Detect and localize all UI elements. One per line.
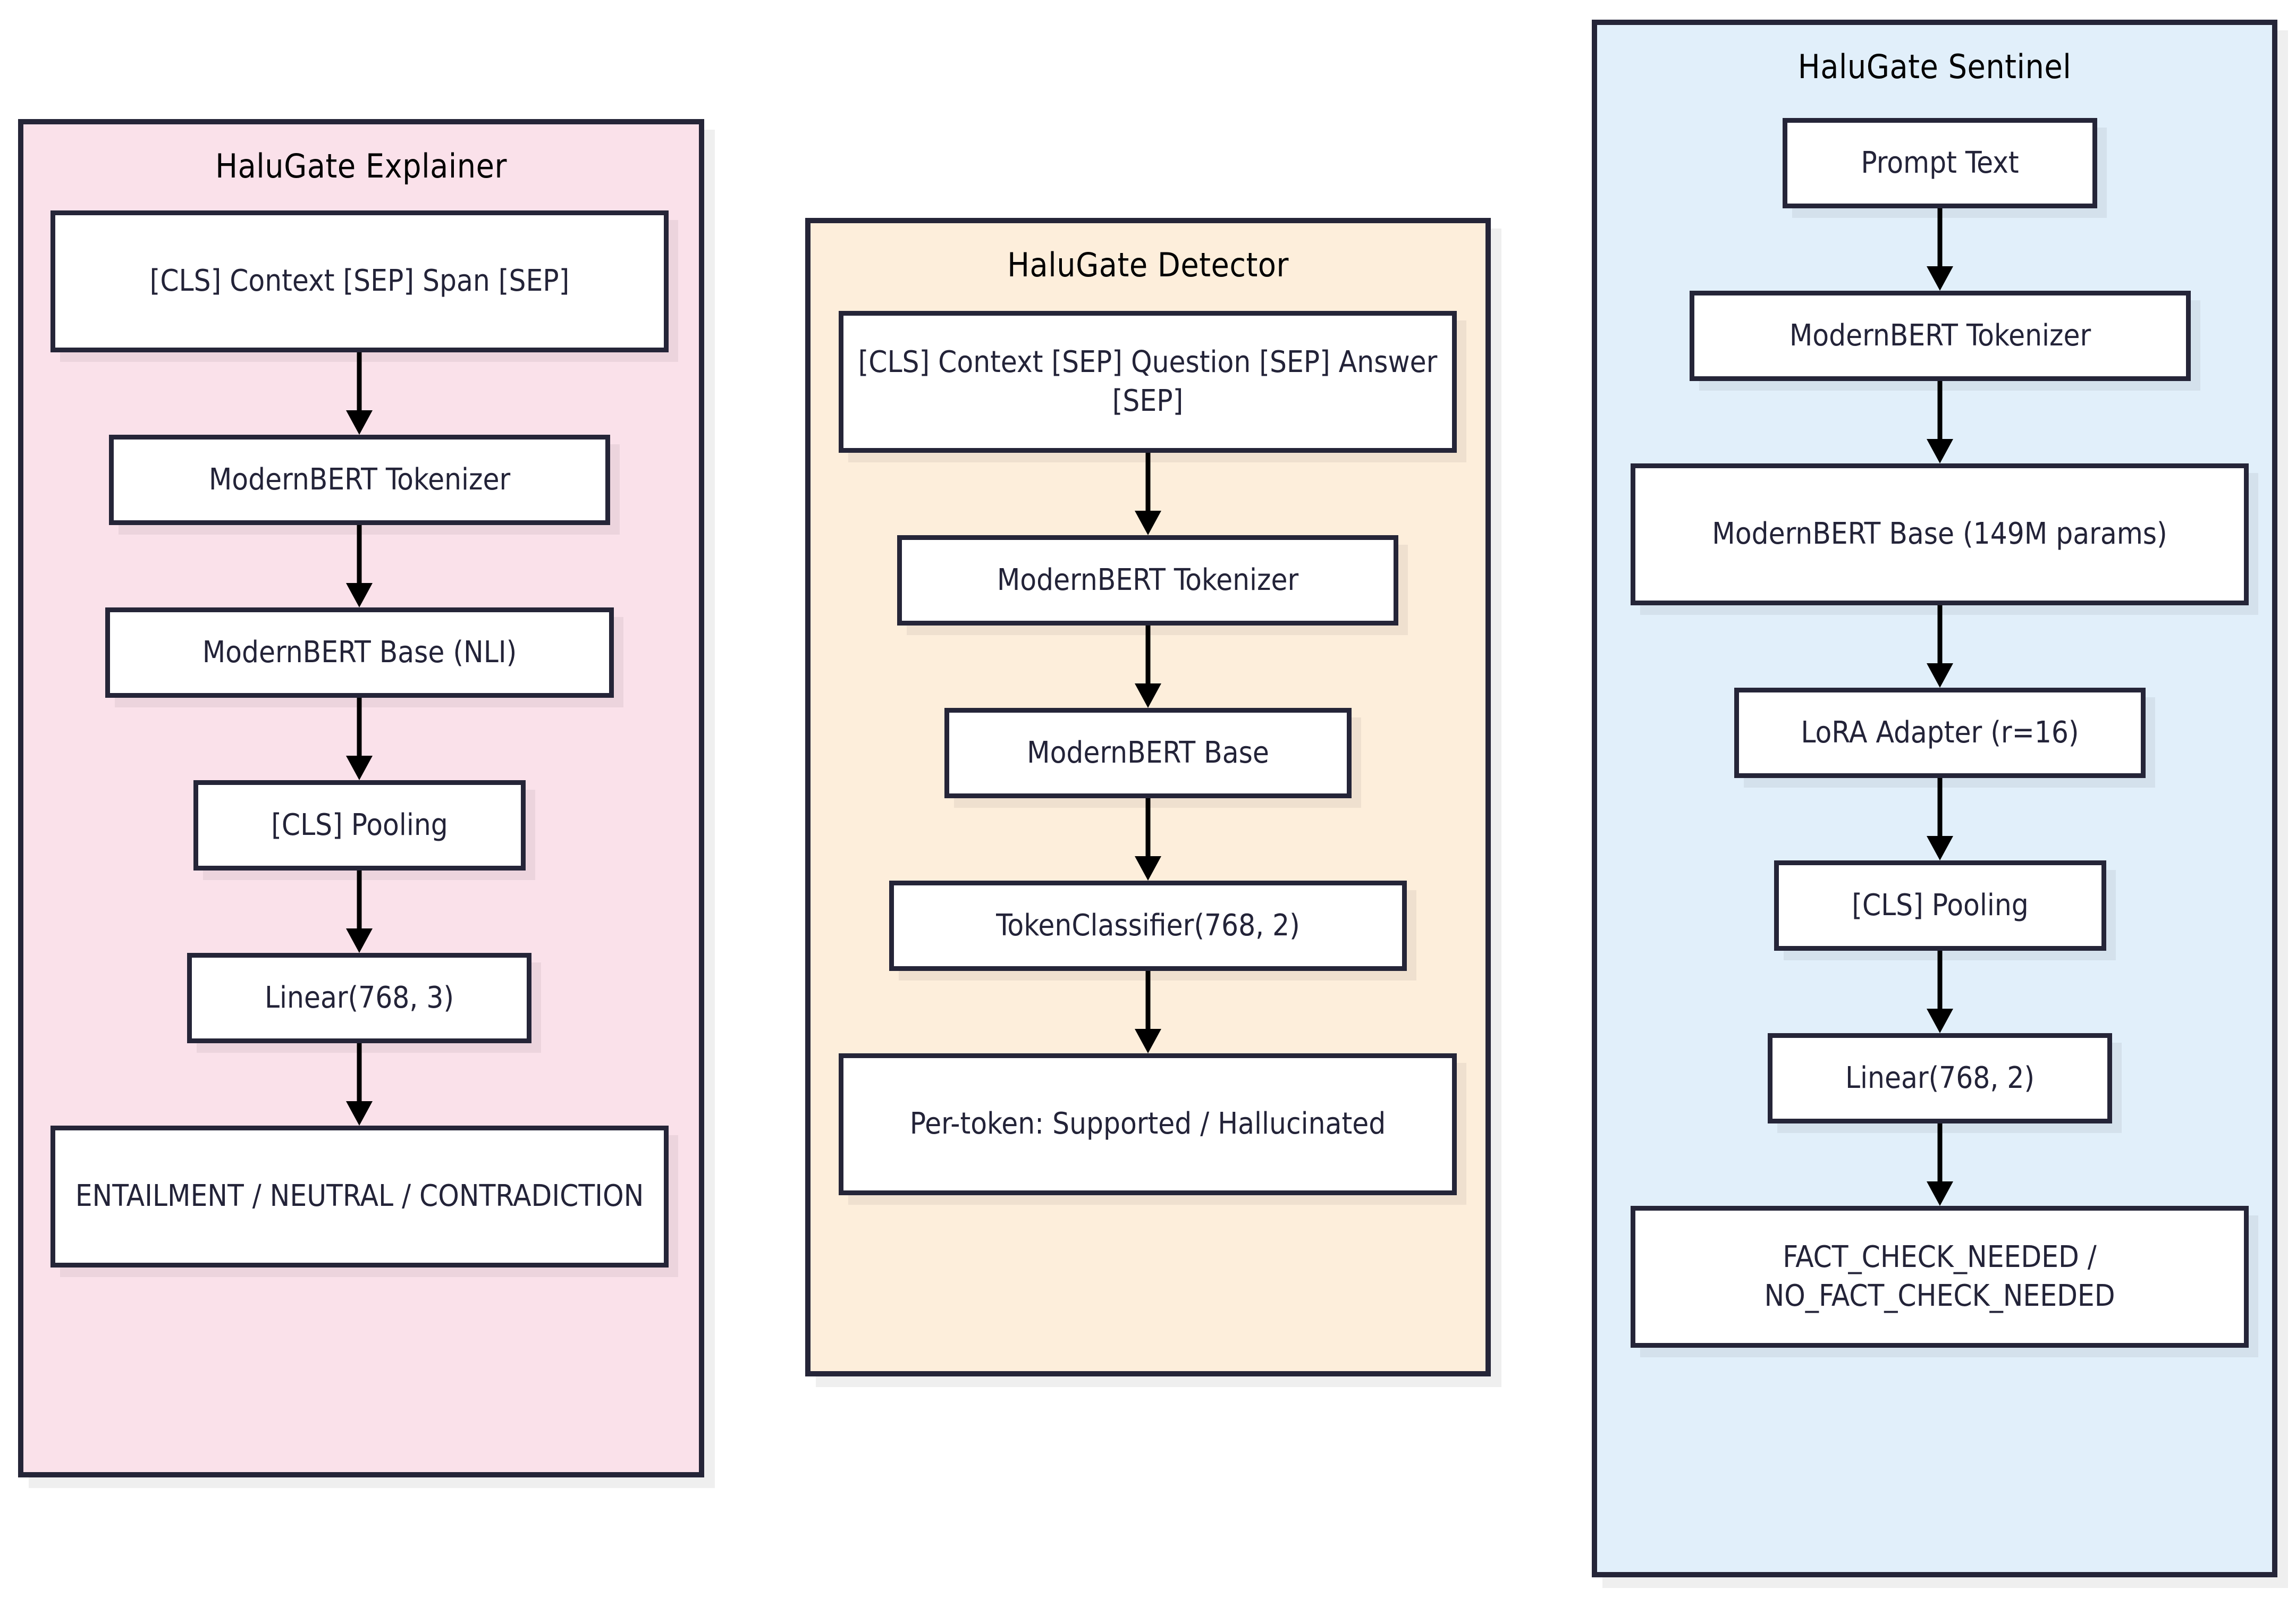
node-sen-linear-label: Linear(768, 2) (1845, 1060, 2035, 1095)
node-sen-tokenizer-label: ModernBERT Tokenizer (1789, 318, 2091, 353)
node-exp-base[interactable]: ModernBERT Base (NLI) (105, 607, 614, 698)
node-det-base-label: ModernBERT Base (1027, 735, 1269, 770)
node-exp-linear[interactable]: Linear(768, 3) (187, 953, 531, 1043)
node-exp-linear-label: Linear(768, 3) (264, 980, 454, 1015)
node-exp-tokenizer[interactable]: ModernBERT Tokenizer (109, 435, 610, 525)
cluster-title-detector: HaluGate Detector (1007, 246, 1289, 284)
node-det-tokenizer-label: ModernBERT Tokenizer (997, 562, 1299, 597)
node-det-input[interactable]: [CLS] Context [SEP] Question [SEP] Answe… (839, 311, 1457, 453)
node-det-output-label: Per-token: Supported / Hallucinated (909, 1106, 1386, 1142)
node-det-tokenizer[interactable]: ModernBERT Tokenizer (897, 535, 1398, 626)
node-det-output[interactable]: Per-token: Supported / Hallucinated (839, 1053, 1457, 1195)
node-det-input-label: [CLS] Context [SEP] Question [SEP] Answe… (858, 344, 1438, 418)
node-sen-lora-label: LoRA Adapter (r=16) (1801, 715, 2079, 750)
node-sen-pooling-label: [CLS] Pooling (1852, 888, 2029, 923)
node-sen-prompt[interactable]: Prompt Text (1783, 118, 2097, 208)
node-exp-pooling-label: [CLS] Pooling (271, 807, 448, 842)
node-det-classifier[interactable]: TokenClassifier(768, 2) (889, 881, 1407, 971)
node-sen-output-label: FACT_CHECK_NEEDED / NO_FACT_CHECK_NEEDED (1764, 1239, 2115, 1313)
node-exp-input[interactable]: [CLS] Context [SEP] Span [SEP] (50, 210, 669, 352)
node-exp-output-label: ENTAILMENT / NEUTRAL / CONTRADICTION (75, 1179, 644, 1214)
node-exp-input-label: [CLS] Context [SEP] Span [SEP] (149, 264, 570, 299)
node-sen-pooling[interactable]: [CLS] Pooling (1774, 860, 2106, 951)
cluster-title-explainer: HaluGate Explainer (215, 147, 507, 185)
node-sen-output[interactable]: FACT_CHECK_NEEDED / NO_FACT_CHECK_NEEDED (1631, 1206, 2249, 1348)
node-sen-tokenizer[interactable]: ModernBERT Tokenizer (1690, 291, 2191, 381)
node-exp-output[interactable]: ENTAILMENT / NEUTRAL / CONTRADICTION (50, 1126, 669, 1268)
node-det-base[interactable]: ModernBERT Base (944, 708, 1352, 798)
node-sen-linear[interactable]: Linear(768, 2) (1768, 1033, 2112, 1123)
node-exp-pooling[interactable]: [CLS] Pooling (193, 780, 526, 871)
node-sen-prompt-label: Prompt Text (1861, 145, 2019, 180)
node-sen-lora[interactable]: LoRA Adapter (r=16) (1734, 688, 2146, 778)
cluster-title-sentinel: HaluGate Sentinel (1797, 47, 2072, 86)
node-sen-base-label: ModernBERT Base (149M params) (1712, 517, 2167, 552)
node-exp-tokenizer-label: ModernBERT Tokenizer (208, 462, 511, 497)
node-sen-base[interactable]: ModernBERT Base (149M params) (1631, 463, 2249, 605)
node-exp-base-label: ModernBERT Base (NLI) (202, 635, 517, 670)
node-det-classifier-label: TokenClassifier(768, 2) (996, 908, 1300, 943)
